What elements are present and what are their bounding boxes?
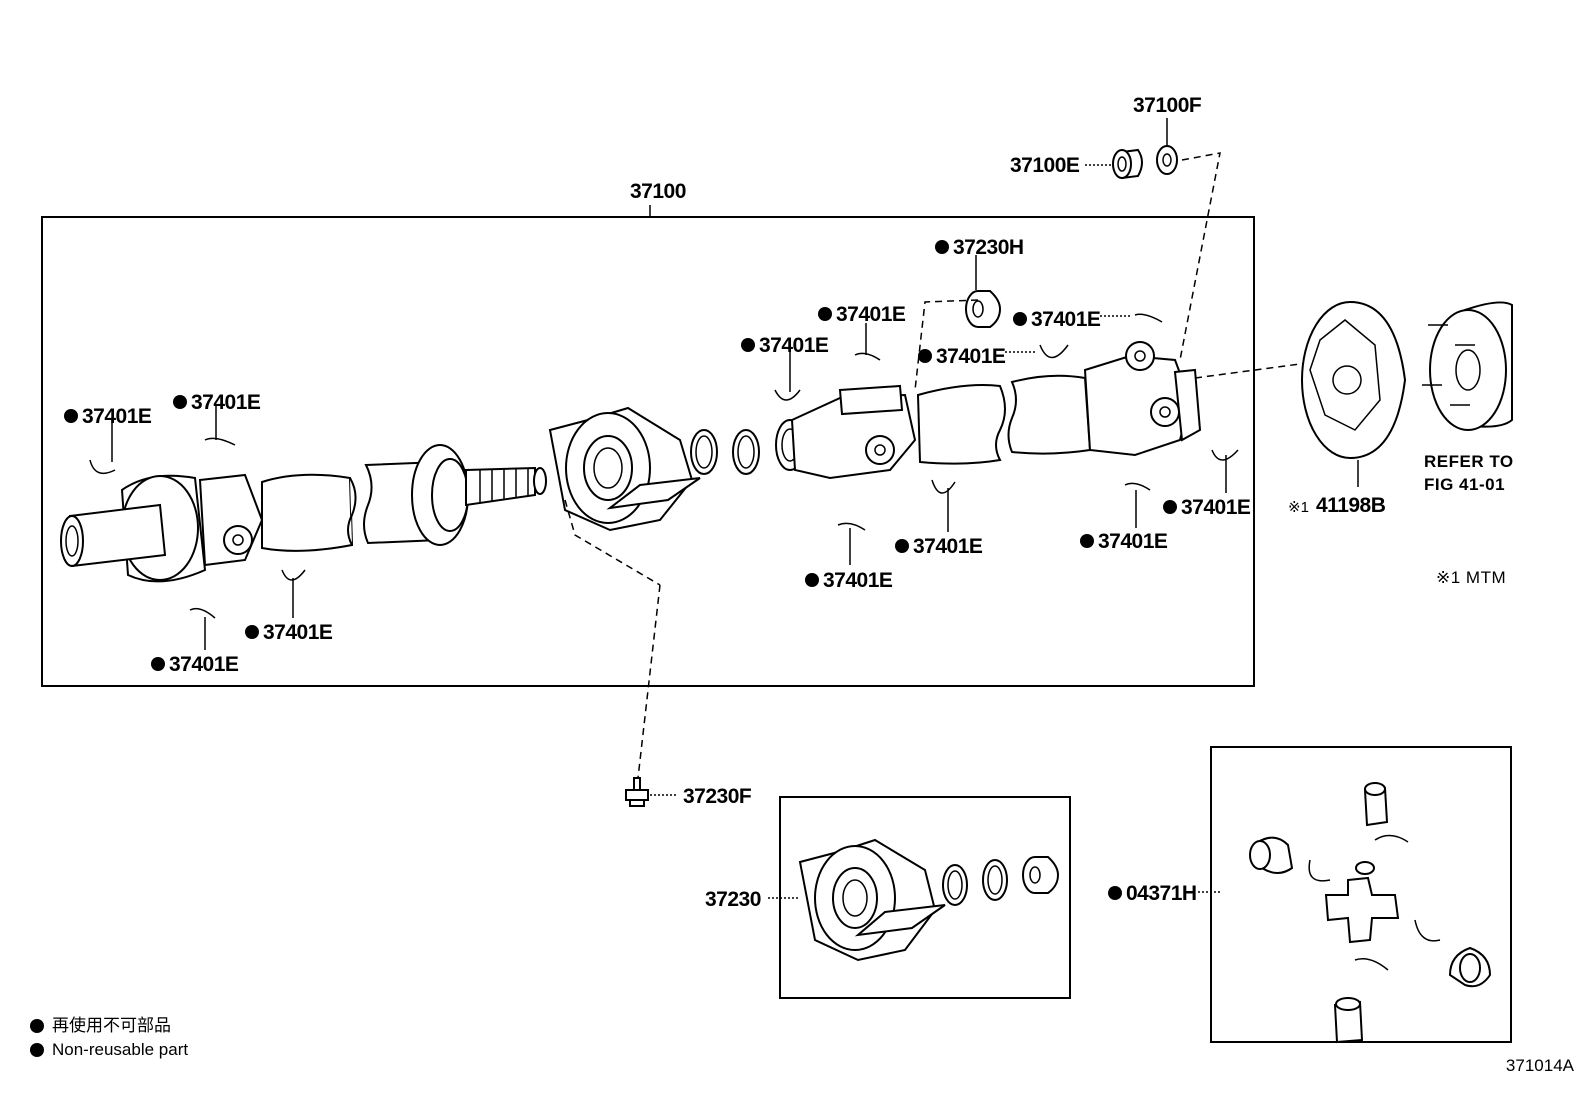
label-bolt: 37230F	[683, 785, 752, 808]
washer-part	[1156, 145, 1178, 175]
label-cushion: 37230H	[953, 236, 1024, 259]
snap-ring-leaders	[111, 315, 1227, 650]
bullet-icon	[30, 1019, 44, 1033]
bullet-icon	[30, 1043, 44, 1057]
refer-line-2: FIG 41-01	[1424, 475, 1505, 494]
legend-jp-text: 再使用不可部品	[52, 1016, 171, 1035]
bullet-icon	[1080, 534, 1094, 548]
label-snap-ring: 37401E	[263, 621, 333, 644]
bolt-part	[625, 777, 649, 807]
center-bearing-main	[548, 406, 701, 532]
bullet-icon	[1013, 312, 1027, 326]
bullet-icon	[805, 573, 819, 587]
bullet-icon	[741, 338, 755, 352]
bullet-icon	[895, 539, 909, 553]
companion-flange	[1301, 301, 1407, 459]
label-nut: 37100E	[1010, 154, 1080, 177]
bullet-icon	[173, 395, 187, 409]
mtm-note: ※1 MTM	[1436, 568, 1506, 587]
label-snap-ring: 37401E	[1098, 530, 1168, 553]
legend-en-text: Non-reusable part	[52, 1040, 189, 1059]
bullet-icon	[64, 409, 78, 423]
front-sleeve-yoke	[60, 473, 354, 583]
legend-row-en: Non-reusable part	[30, 1038, 188, 1062]
legend: 再使用不可部品 Non-reusable part	[30, 1014, 188, 1062]
label-companion-flange-prefix: ※1	[1288, 499, 1309, 516]
label-snap-ring: 37401E	[913, 535, 983, 558]
cushion-part	[965, 290, 1002, 328]
snap-ring-parts	[89, 313, 1239, 619]
label-companion-flange: 41198B	[1316, 494, 1386, 517]
label-snap-ring: 37401E	[169, 653, 239, 676]
label-assembly: 37100	[630, 180, 686, 203]
label-spider-kit: 04371H	[1126, 882, 1197, 905]
label-snap-ring: 37401E	[82, 405, 152, 428]
bullet-icon	[245, 625, 259, 639]
label-snap-ring: 37401E	[1031, 308, 1101, 331]
bullet-icon	[918, 349, 932, 363]
label-snap-ring: 37401E	[836, 303, 906, 326]
front-tube	[347, 444, 547, 546]
label-snap-ring: 37401E	[759, 334, 829, 357]
label-washer: 37100F	[1133, 94, 1202, 117]
legend-row-jp: 再使用不可部品	[30, 1014, 188, 1038]
differential-flange	[1422, 301, 1513, 431]
middle-slip-yoke	[775, 384, 917, 480]
center-bearing-inset	[798, 838, 1060, 962]
label-snap-ring: 37401E	[823, 569, 893, 592]
rear-tube	[916, 341, 1202, 465]
spider-kit-inset	[1249, 782, 1492, 1044]
label-snap-ring: 37401E	[936, 345, 1006, 368]
bullet-icon	[818, 307, 832, 321]
refer-line-1: REFER TO	[1424, 452, 1514, 471]
figure-id: 371014A	[1505, 1056, 1574, 1075]
label-center-bearing: 37230	[705, 888, 761, 911]
nut-part	[1112, 148, 1143, 180]
spider-kit-inset-frame	[1210, 746, 1512, 1043]
label-snap-ring: 37401E	[191, 391, 261, 414]
label-snap-ring: 37401E	[1181, 496, 1251, 519]
bullet-icon	[935, 240, 949, 254]
bullet-icon	[151, 657, 165, 671]
bullet-icon	[1108, 886, 1122, 900]
bullet-icon	[1163, 500, 1177, 514]
